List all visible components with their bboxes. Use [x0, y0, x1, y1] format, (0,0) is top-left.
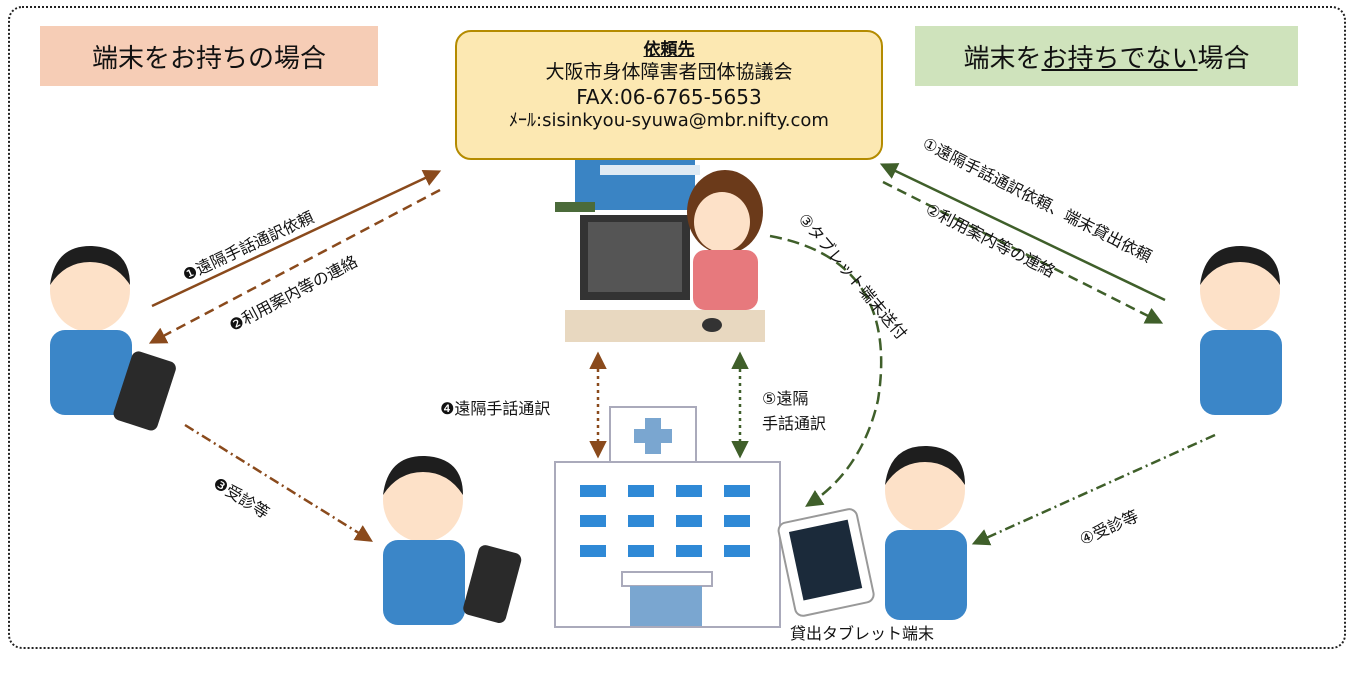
arrow-r3	[769, 234, 883, 507]
header-underlined: お持ちでない	[1041, 43, 1198, 74]
client-fax: FAX:06-6765-5653	[576, 85, 762, 109]
computer-monitor	[565, 215, 765, 342]
client-mail: ﾒｰﾙ:sisinkyou-syuwa@mbr.nifty.com	[509, 110, 829, 131]
hospital-building	[554, 406, 781, 628]
header-pre: 端末を	[963, 43, 1042, 74]
arrow-l1	[151, 170, 442, 308]
label-r5b: 手話通訳	[762, 414, 827, 433]
person-left	[50, 245, 132, 415]
arrow-r1	[879, 163, 1166, 302]
header-post: 場合	[1197, 43, 1250, 74]
label-l4: ❹遠隔手話通訳	[440, 399, 551, 418]
client-title: 依頼先	[643, 40, 695, 60]
person-hospital-right	[885, 445, 967, 620]
header-with-device: 端末をお持ちの場合	[40, 26, 378, 86]
smartphone-hospital	[463, 545, 522, 623]
header-without-device: 端末をお持ちでない場合	[915, 26, 1298, 86]
arrow-r4	[971, 433, 1216, 546]
arrow-l2	[148, 188, 441, 344]
interpreter-person	[687, 170, 763, 310]
diagram-frame	[8, 6, 1346, 649]
office-building	[555, 150, 700, 212]
person-hospital-left	[383, 455, 465, 625]
smartphone-left	[113, 351, 176, 431]
tablet-device	[777, 508, 875, 617]
person-right	[1200, 245, 1282, 415]
label-tablet: 貸出タブレット端末	[790, 624, 935, 643]
arrow-l3	[184, 423, 373, 542]
client-info-box: 依頼先 大阪市身体障害者団体協議会 FAX:06-6765-5653 ﾒｰﾙ:s…	[455, 30, 883, 160]
header-with-device-text: 端末をお持ちの場合	[91, 43, 326, 74]
label-r5a: ⑤遠隔	[762, 389, 809, 408]
client-name: 大阪市身体障害者団体協議会	[545, 61, 793, 84]
arrow-r2	[882, 180, 1164, 324]
